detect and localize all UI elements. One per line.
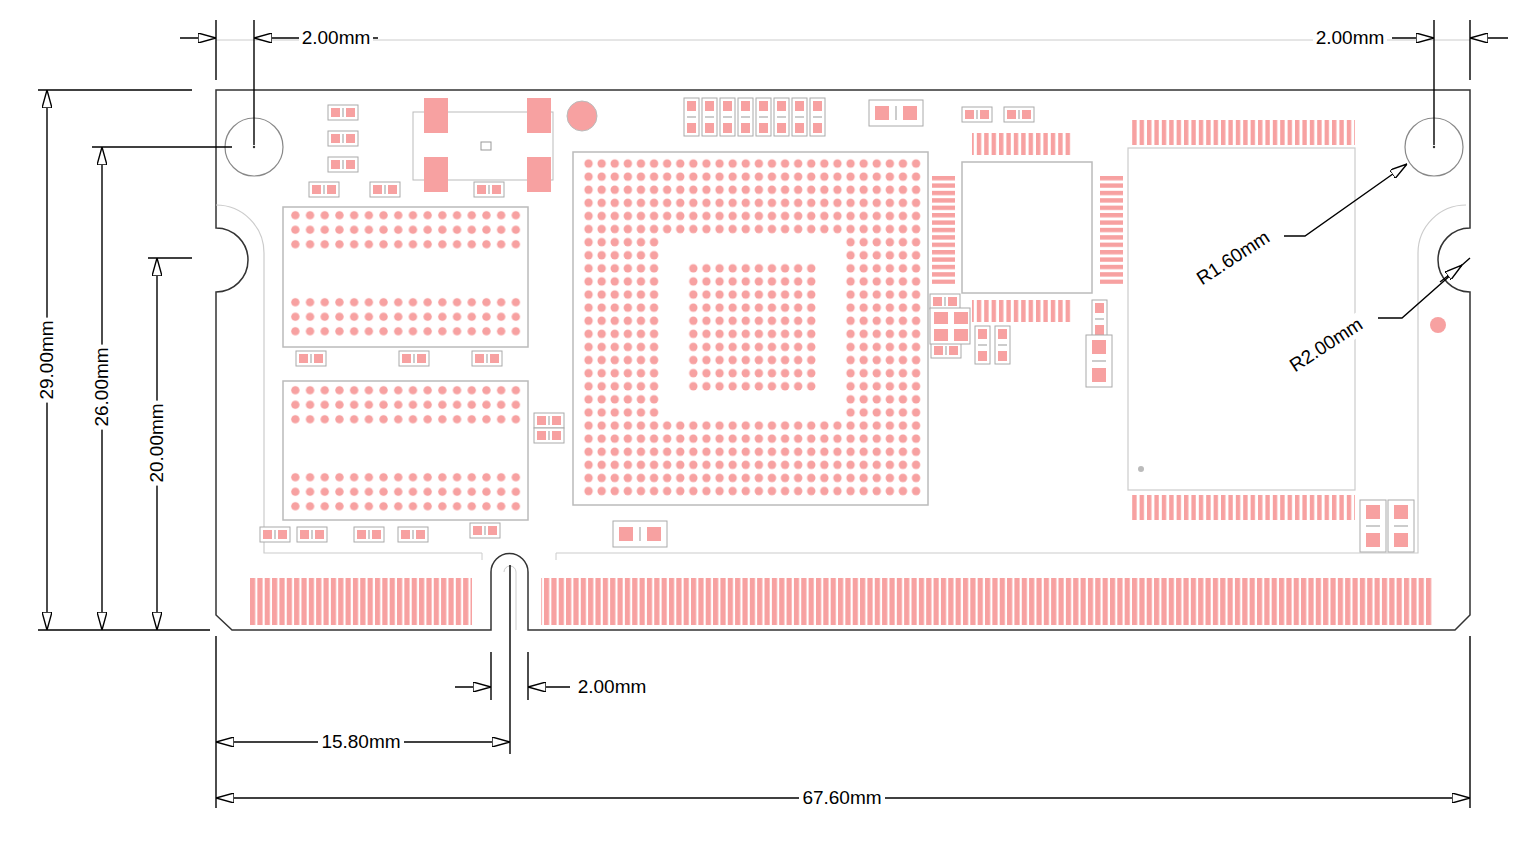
dimension-label: 15.80mm <box>318 731 403 753</box>
dimension-lines <box>38 20 1508 808</box>
dimension-label: 20.00mm <box>146 400 168 485</box>
dimension-label: 29.00mm <box>36 317 58 402</box>
dimension-label: 26.00mm <box>91 344 113 429</box>
dimension-label: 67.60mm <box>799 787 884 809</box>
components <box>250 98 1446 625</box>
dimension-label: 2.00mm <box>299 27 374 49</box>
dimension-label: 2.00mm <box>575 676 650 698</box>
board-outline <box>216 40 1470 630</box>
dimension-label: 2.00mm <box>1313 27 1388 49</box>
